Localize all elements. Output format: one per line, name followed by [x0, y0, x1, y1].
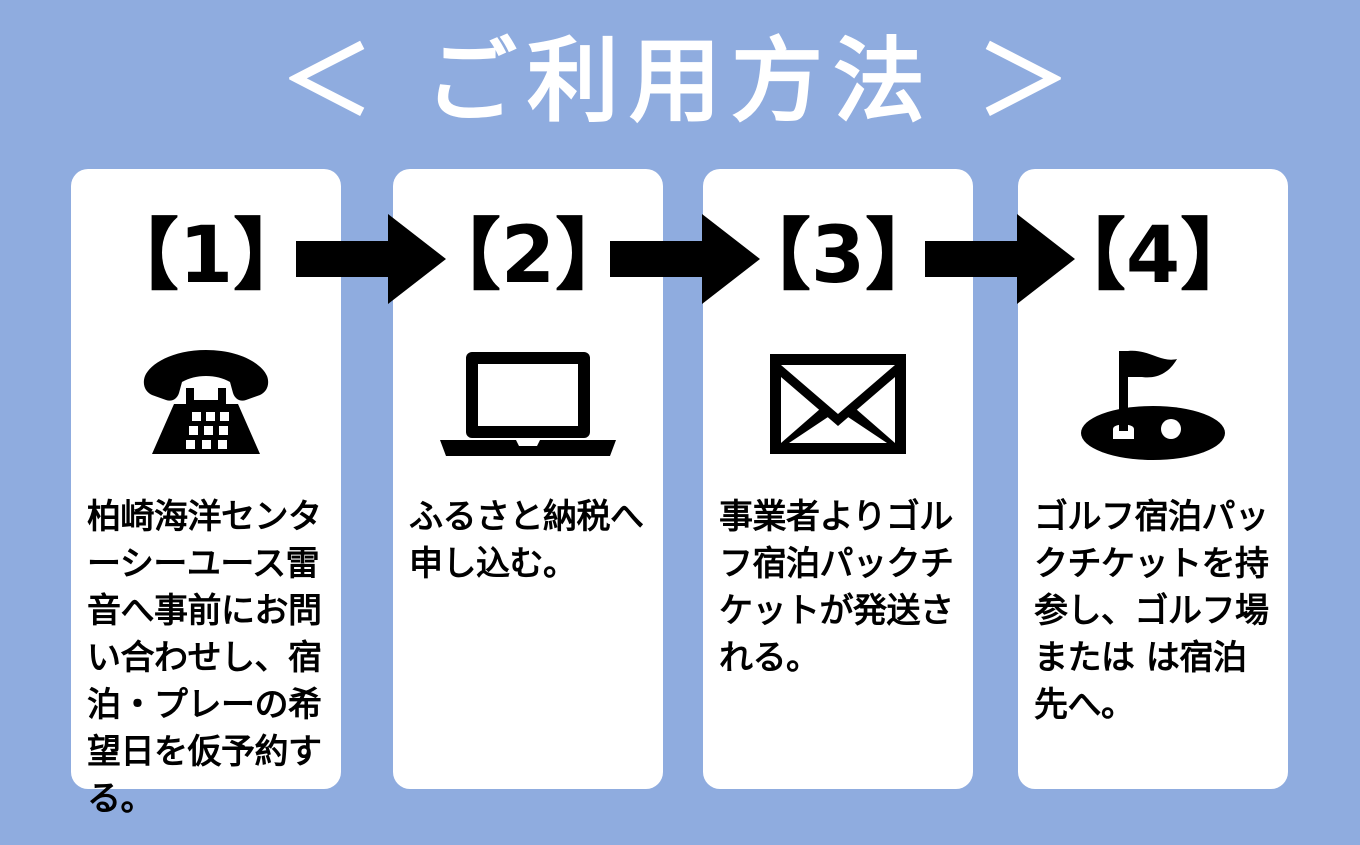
arrow-right-icon: [610, 214, 760, 304]
step-description-4: ゴルフ宿泊パックチケットを持参し、ゴルフ場または は宿泊先へ。: [1034, 497, 1269, 725]
envelope-icon: [703, 336, 973, 472]
arrow-right-icon: [296, 214, 446, 304]
arrow-right-icon: [925, 214, 1075, 304]
step-number-4: 【4】: [1047, 211, 1259, 301]
step-card-4: [1018, 169, 1288, 789]
step-number-2: 【2】: [422, 211, 634, 301]
step-number-3: 【3】: [732, 211, 944, 301]
step-description-3: 事業者よりゴルフ宿泊パックチケットが発送される。: [719, 497, 954, 678]
step-description-1: 柏崎海洋センターシーユース雷音へ事前にお問い合わせし、宿泊・プレーの希望日を仮予…: [87, 497, 322, 819]
page-title: ＜ ご利用方法 ＞: [280, 28, 1080, 135]
golf-green-flag-icon: [1018, 336, 1288, 472]
step-description-2: ふるさと納税へ申し込む。: [409, 497, 644, 584]
telephone-icon: [71, 336, 341, 472]
step-number-1: 【1】: [100, 211, 312, 301]
laptop-icon: [393, 336, 663, 472]
